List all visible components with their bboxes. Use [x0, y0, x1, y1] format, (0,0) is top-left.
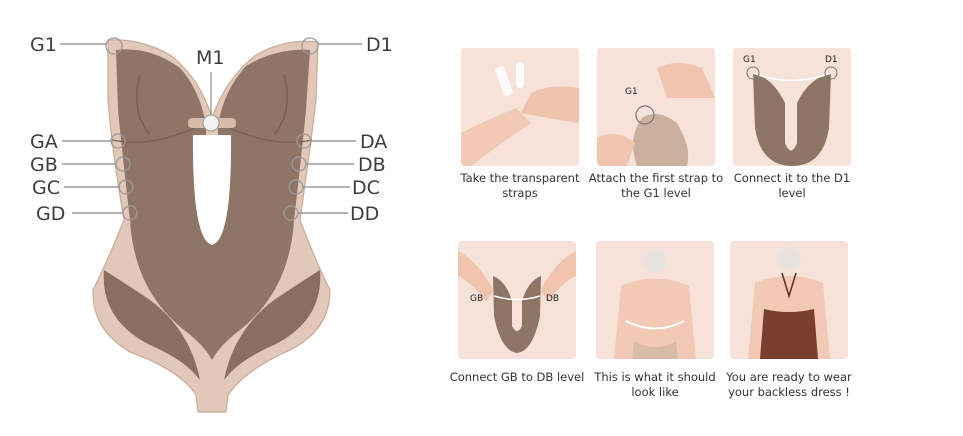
back-cutout: [192, 135, 232, 245]
label-db: DB: [358, 154, 386, 176]
right-leg-panel: [224, 270, 321, 380]
label-dc: DC: [352, 177, 380, 199]
d1-marker: [301, 37, 319, 55]
label-g1: G1: [30, 34, 57, 56]
step-1-caption: Take the transparent straps: [460, 171, 580, 200]
step-4-gb-label: GB: [470, 294, 483, 304]
step-3-d1-label: D1: [825, 55, 838, 65]
step-6-caption: You are ready to wear your backless dres…: [726, 370, 852, 399]
step-1-image: [461, 48, 579, 166]
m1-marker: [202, 114, 220, 132]
label-d1: D1: [366, 34, 393, 56]
left-cup-seam: [135, 74, 151, 136]
step-3-image: G1 D1: [733, 48, 851, 166]
step-6-image: [730, 241, 848, 359]
bodysuit-front-panel: [116, 49, 310, 361]
step-4-db-label: DB: [546, 294, 559, 304]
label-da: DA: [360, 131, 387, 153]
label-ga: GA: [30, 131, 58, 153]
right-cup-seam: [273, 74, 289, 136]
label-gb: GB: [30, 154, 58, 176]
step-2-image: G1: [597, 48, 715, 166]
step-3-g1-label: G1: [743, 55, 756, 65]
step-5-caption: This is what it should look like: [594, 370, 716, 399]
step-5-image: [596, 241, 714, 359]
g1-marker: [105, 37, 123, 55]
step-3-caption: Connect it to the D1 level: [733, 171, 851, 200]
label-m1: M1: [196, 47, 224, 69]
step-4-image: GB DB: [458, 241, 576, 359]
underbust-seam: [111, 127, 313, 143]
label-gd: GD: [36, 203, 65, 225]
left-leg-panel: [103, 270, 200, 380]
step-4-caption: Connect GB to DB level: [449, 370, 585, 384]
label-gc: GC: [32, 177, 60, 199]
bodysuit-diagram: G1 D1 M1 GA DA GB DB GC DC GD DD: [30, 34, 393, 413]
step-2-caption: Attach the first strap to the G1 level: [588, 171, 724, 200]
label-dd: DD: [350, 203, 379, 225]
step-2-g1-label: G1: [625, 87, 638, 97]
